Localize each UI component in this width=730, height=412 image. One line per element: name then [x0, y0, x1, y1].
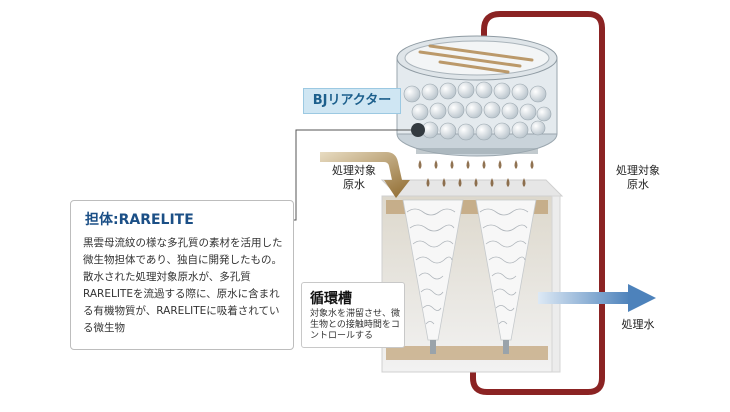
bj-reactor [396, 35, 558, 157]
reactor-tag: BJリアクター [303, 88, 401, 114]
carrier-marker [411, 123, 425, 137]
spray-column-left [402, 199, 464, 354]
tank-title: 循環槽 [310, 291, 352, 307]
water-droplets [418, 160, 534, 187]
recirculation-label: 処理対象 原水 [616, 164, 660, 191]
outflow-label: 処理水 [621, 318, 655, 331]
tank-info-box: 循環槽 対象水を滞留させ、微生物との接触時間をコントロールする [301, 282, 405, 348]
inflow-arrow [320, 152, 410, 198]
reactor-media-balls [403, 81, 552, 141]
outflow-arrow [538, 284, 656, 312]
spray-column-right [475, 199, 537, 354]
carrier-info-box: 担体:RARELITE 黒雲母流紋の様な多孔質の素材を活用した微生物担体であり、… [70, 200, 294, 350]
carrier-pointer-line [292, 129, 411, 221]
carrier-description: 黒雲母流紋の様な多孔質の素材を活用した微生物担体であり、独自に開発したもの。散水… [83, 237, 283, 334]
tank-description: 対象水を滞留させ、微生物との接触時間をコントロールする [310, 309, 401, 341]
carrier-title: 担体:RARELITE [85, 212, 194, 228]
recirculation-pipe [470, 11, 605, 395]
inflow-label: 処理対象 原水 [332, 164, 376, 191]
